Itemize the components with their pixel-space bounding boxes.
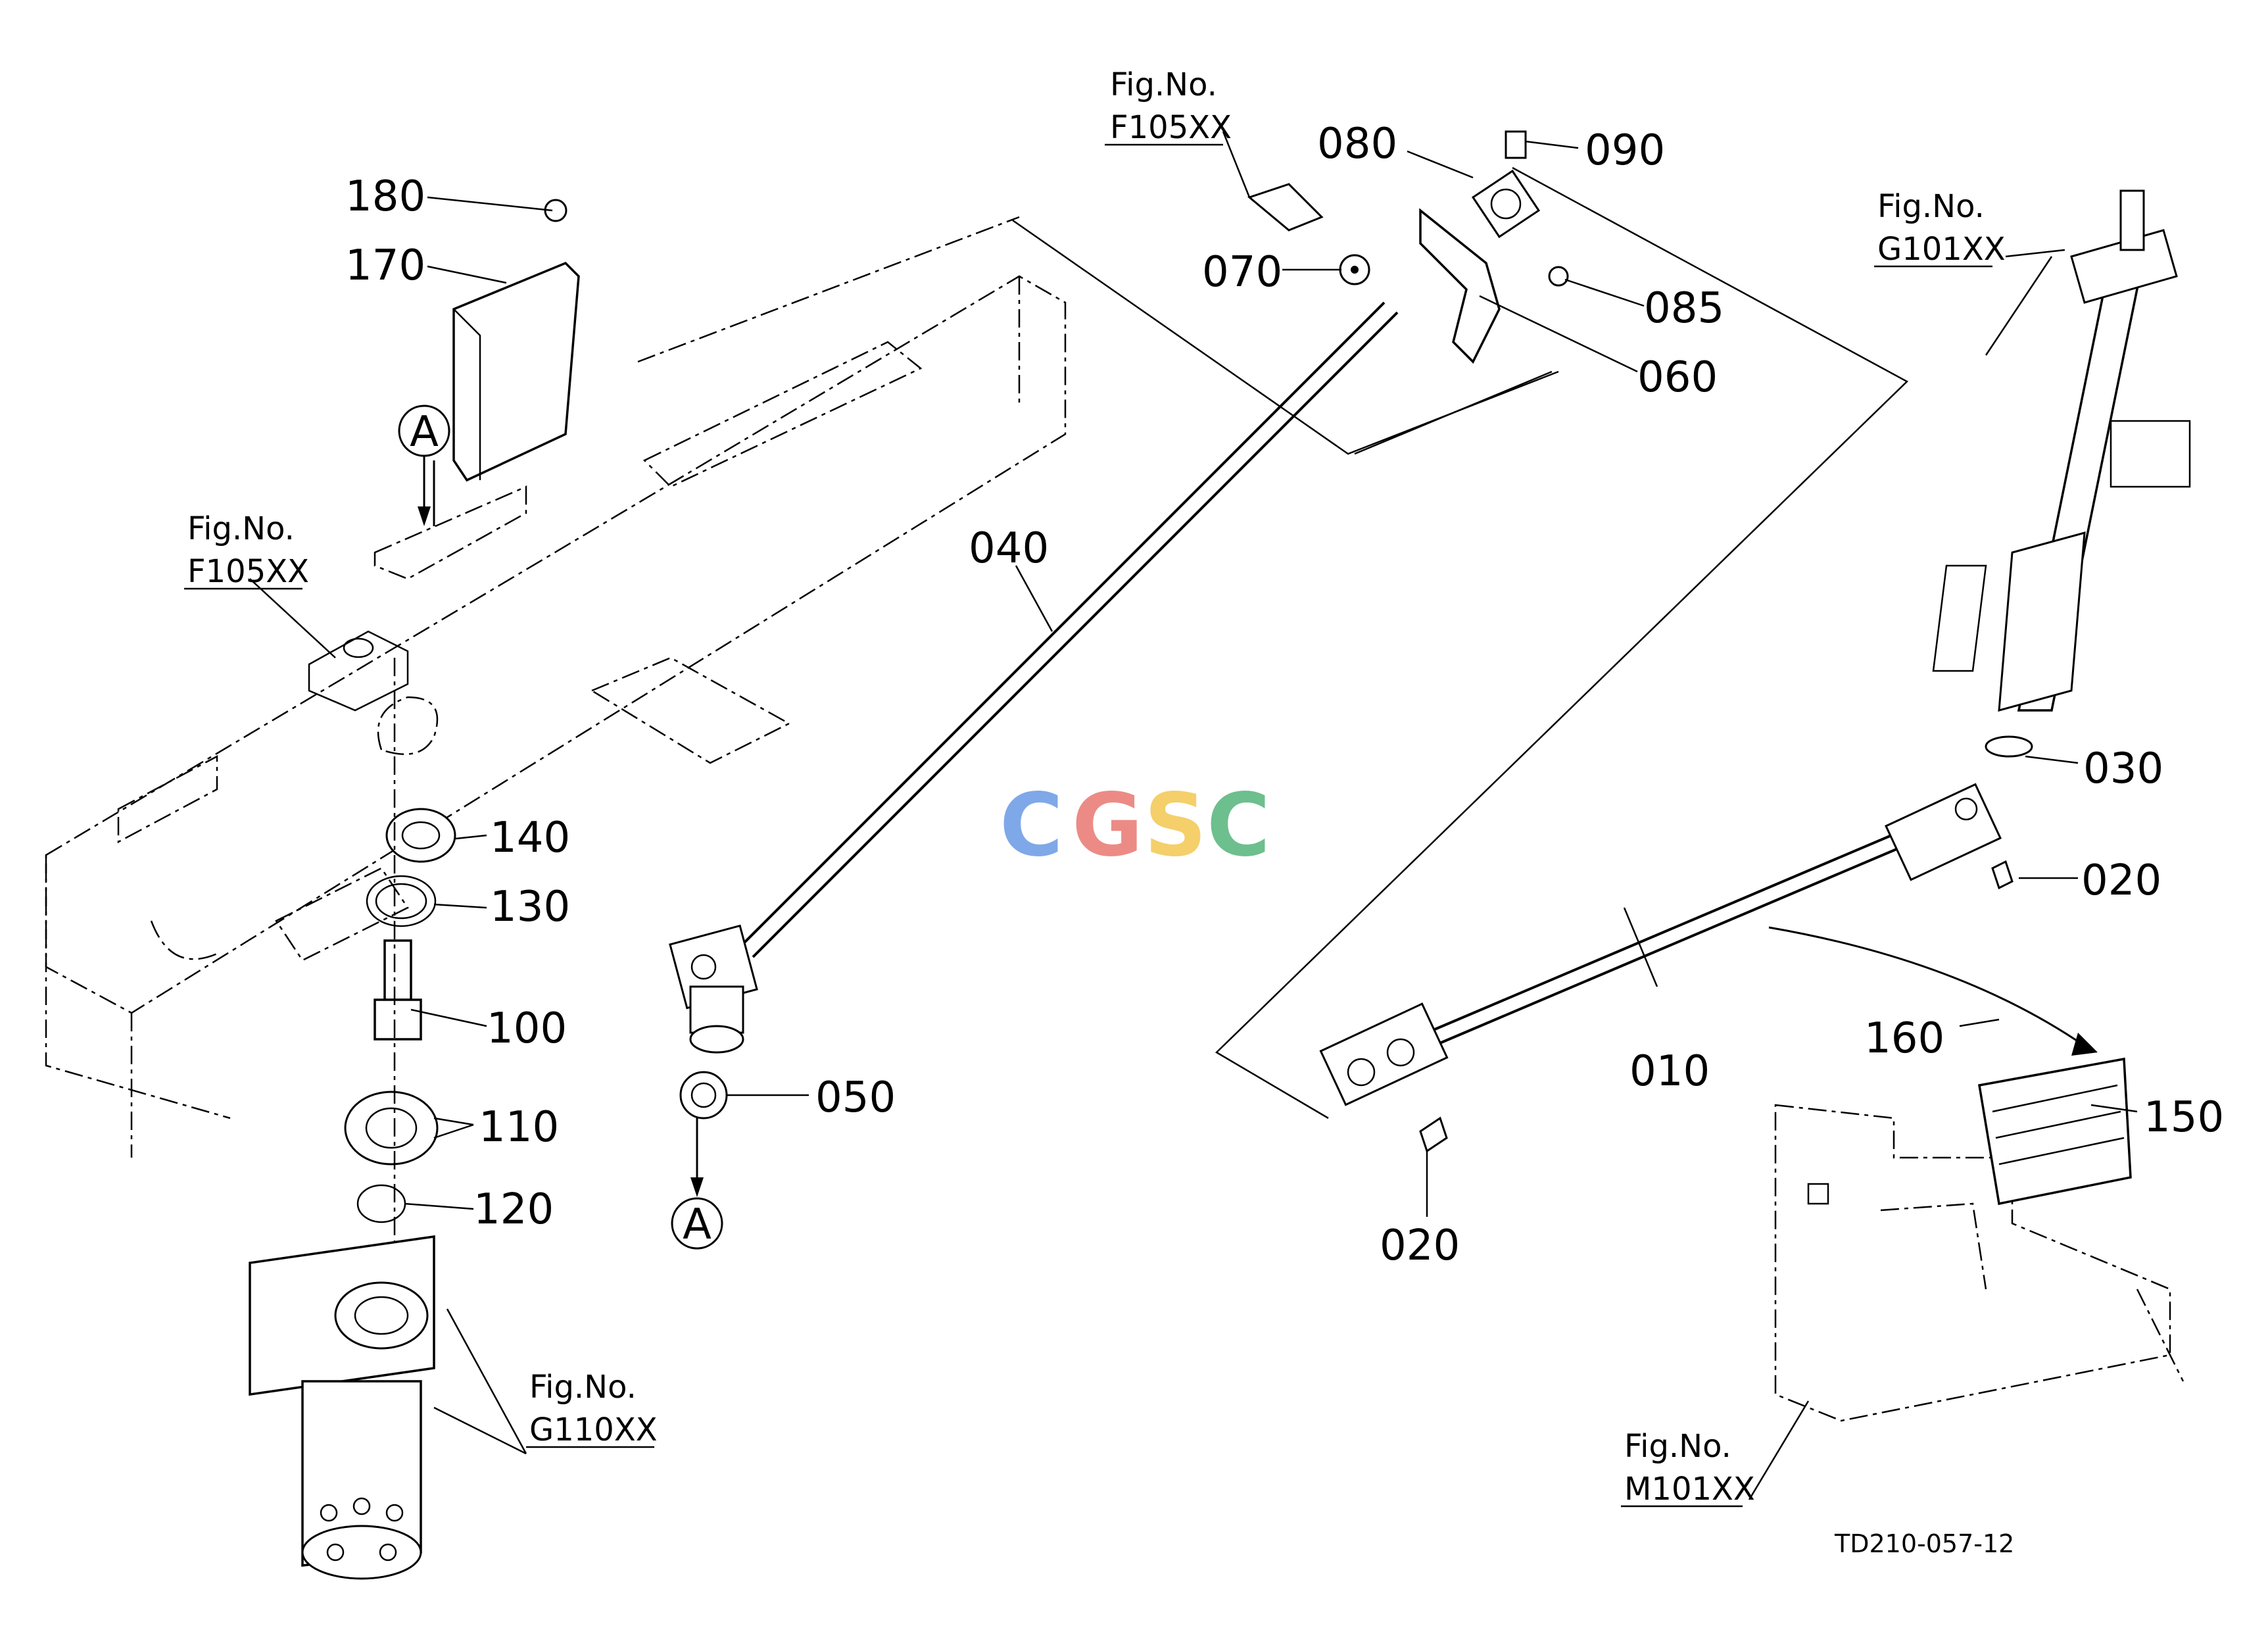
watermark: C G S C xyxy=(1000,775,1270,876)
watermark-letter: G xyxy=(1072,775,1143,876)
fig-ref-f105-left: Fig.No. F105XX xyxy=(187,510,309,590)
bracket-170 xyxy=(433,199,580,526)
part-label-110: 110 xyxy=(479,1103,559,1152)
part-label-180: 180 xyxy=(345,172,425,221)
part-label-120: 120 xyxy=(473,1185,554,1234)
chassis-frame xyxy=(45,216,1067,1158)
boot-150 xyxy=(1768,926,2132,1206)
part-label-160: 160 xyxy=(1864,1014,1944,1063)
callout-letter-bottom: A xyxy=(683,1200,712,1249)
part-label-010: 010 xyxy=(1629,1047,1710,1096)
fig-ref-prefix: Fig.No. xyxy=(1877,188,1985,225)
left-stack xyxy=(344,658,456,1250)
fig-ref-prefix: Fig.No. xyxy=(1624,1428,1731,1465)
part-label-030: 030 xyxy=(2083,745,2163,793)
fig-ref-prefix: Fig.No. xyxy=(1110,66,1217,103)
fig-ref-prefix: Fig.No. xyxy=(187,510,295,547)
part-label-085: 085 xyxy=(1644,284,1724,333)
part-label-050: 050 xyxy=(815,1073,896,1122)
part-label-150: 150 xyxy=(2144,1093,2224,1142)
pump-g110 xyxy=(249,1235,435,1580)
part-label-130: 130 xyxy=(490,883,570,931)
fig-ref-code: G101XX xyxy=(1877,231,2006,268)
steering-column xyxy=(1932,189,2191,890)
callout-a-top: A xyxy=(398,405,450,526)
leader-lines xyxy=(184,131,2138,1508)
fig-ref-code: F105XX xyxy=(1110,109,1232,146)
watermark-letter: C xyxy=(1000,775,1063,876)
fig-ref-m101: Fig.No. M101XX xyxy=(1624,1428,1755,1508)
shaft-040 xyxy=(669,301,1399,1054)
fig-ref-g110: Fig.No. G110XX xyxy=(529,1369,658,1448)
drawing-code: TD210-057-12 xyxy=(1834,1529,2014,1558)
part-label-020-right: 020 xyxy=(2081,856,2161,905)
part-label-080: 080 xyxy=(1317,120,1397,168)
fig-ref-code: M101XX xyxy=(1624,1471,1755,1508)
fig-ref-code: F105XX xyxy=(187,553,309,590)
callout-a-bottom: A xyxy=(671,1197,723,1250)
part-label-170: 170 xyxy=(345,241,425,290)
part-label-100: 100 xyxy=(487,1004,567,1053)
panel-m101 xyxy=(1774,1104,2184,1422)
part-labels: 180 170 140 130 100 110 120 040 050 080 … xyxy=(345,120,2224,1270)
reference-frame-lines xyxy=(1012,166,1909,1119)
part-label-020-bottom: 020 xyxy=(1380,1221,1460,1270)
fig-ref-g101: Fig.No. G101XX xyxy=(1877,188,2006,268)
fig-ref-code: G110XX xyxy=(529,1412,658,1448)
part-label-070: 070 xyxy=(1202,248,1282,297)
part-label-060: 060 xyxy=(1637,353,1718,402)
bracket-060 xyxy=(1419,130,1569,364)
watermark-letter: C xyxy=(1207,775,1270,876)
watermark-letter: S xyxy=(1144,775,1207,876)
shaft-010 xyxy=(1319,783,2002,1153)
part-label-140: 140 xyxy=(490,814,570,862)
fig-ref-f105-top: Fig.No. F105XX xyxy=(1110,66,1232,146)
fig-ref-prefix: Fig.No. xyxy=(529,1369,637,1406)
part-070-bolt xyxy=(1247,183,1370,285)
callout-letter-top: A xyxy=(410,408,439,456)
part-050-nut xyxy=(679,1071,728,1197)
part-label-090: 090 xyxy=(1585,126,1665,175)
part-label-040: 040 xyxy=(969,524,1049,573)
